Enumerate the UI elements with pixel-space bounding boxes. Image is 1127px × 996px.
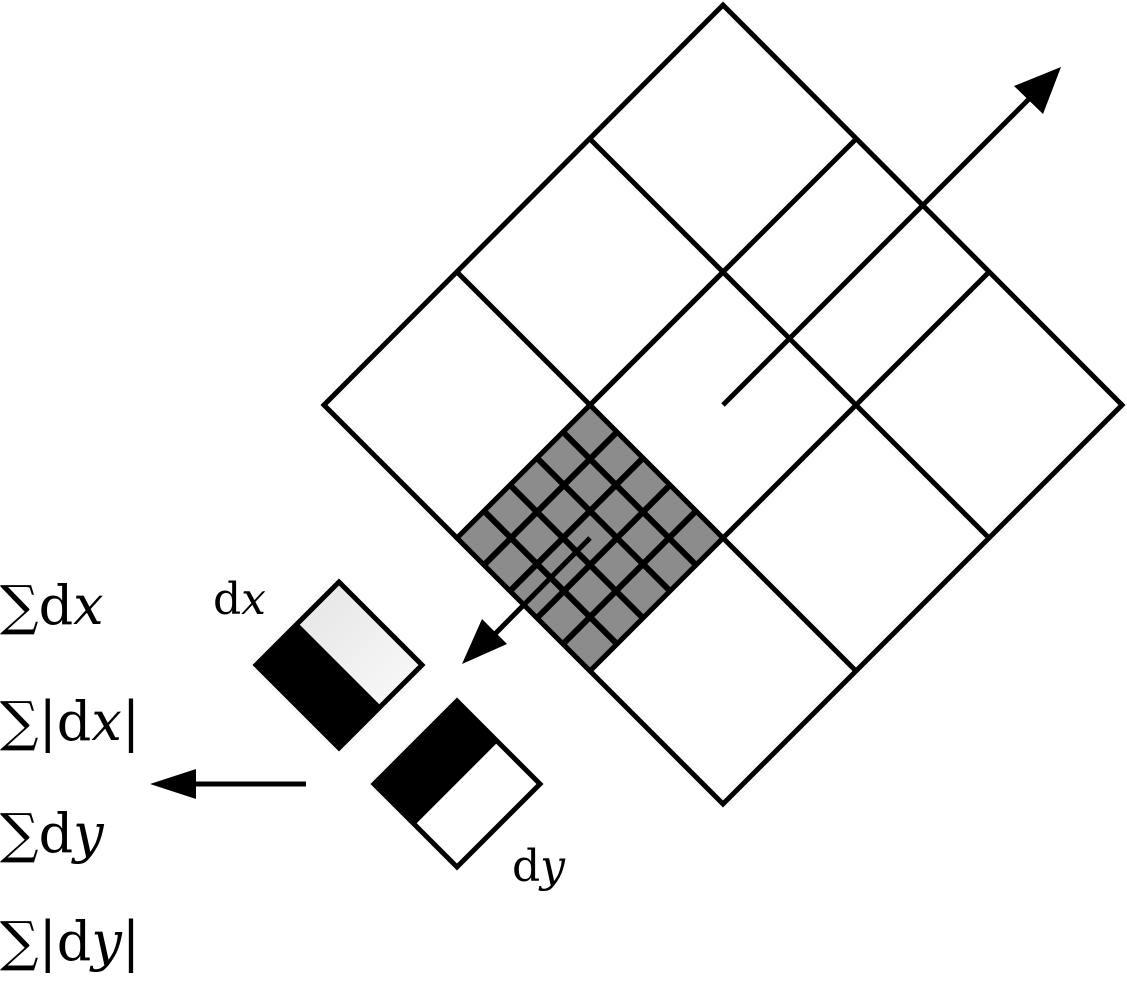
haar-dx-dark-half (256, 623, 381, 748)
to-sums-arrowhead (150, 769, 196, 799)
haar-dy-light-half (415, 742, 540, 867)
grid-line (455, 270, 858, 673)
haar-dx-outline (252, 578, 426, 752)
orientation-arrowhead (1014, 67, 1061, 114)
sum-abs-dx: ∑|dx| (0, 690, 140, 753)
subregion-to-filters-arrow (462, 536, 592, 664)
haar-dy-outline (370, 697, 544, 871)
haar-dy-dark-half (374, 701, 498, 825)
descriptor-grid (320, 1, 1126, 808)
grid-outline (320, 1, 1126, 808)
haar-filter-dy (370, 697, 544, 871)
subregion-arrowhead (462, 619, 507, 664)
grid-line (588, 270, 725, 407)
to-sums-arrow (150, 769, 306, 799)
sum-dy: ∑dy (0, 802, 105, 865)
haar-dx-light-half (298, 582, 422, 706)
dy-label: dy (512, 841, 566, 892)
orientation-arrow (721, 67, 1061, 407)
sum-dx: ∑dx (0, 574, 104, 637)
dx-label: dx (213, 574, 266, 625)
sum-abs-dy: ∑|dy| (0, 910, 140, 973)
haar-filter-dx (252, 578, 426, 752)
sum-features: ∑dx ∑|dx| ∑dy ∑|dy| (0, 574, 140, 973)
grid-line (588, 270, 991, 673)
